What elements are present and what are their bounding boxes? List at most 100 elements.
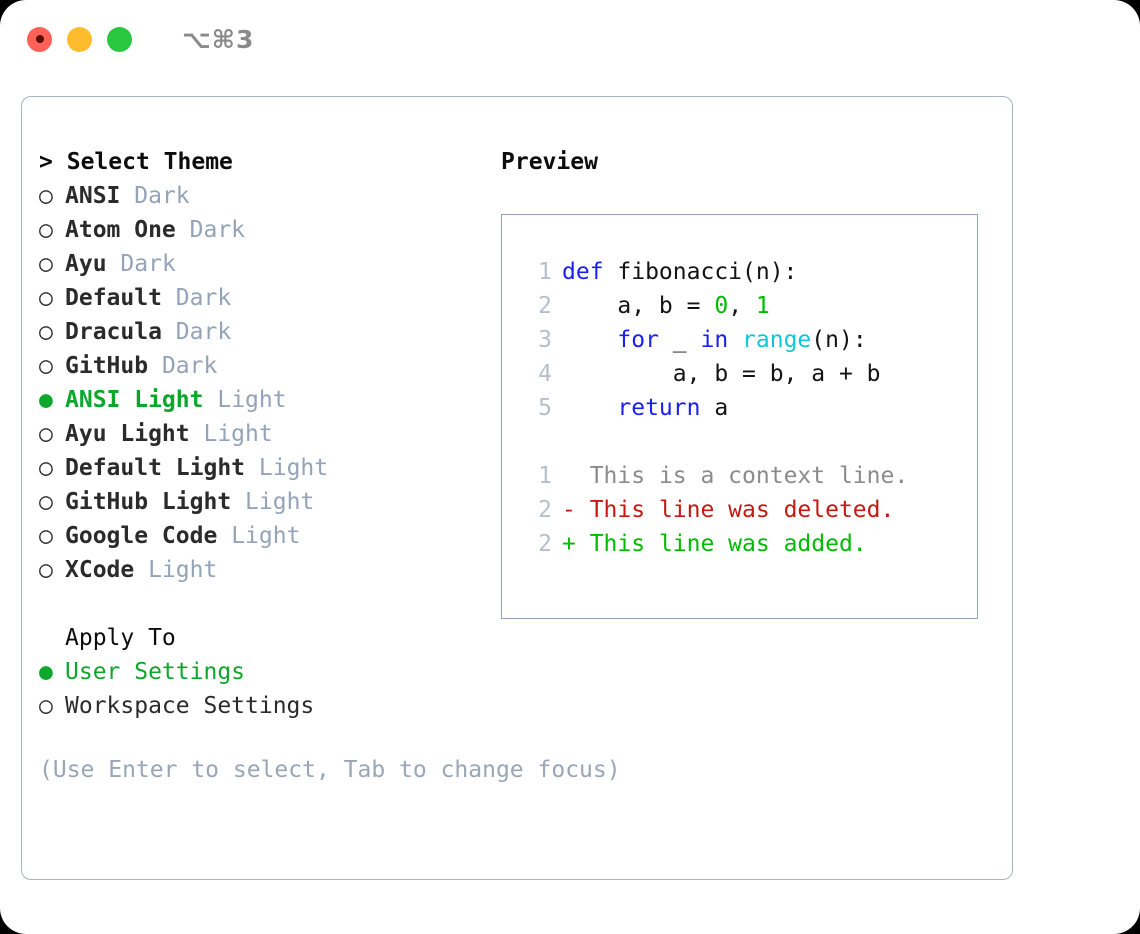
titlebar: ⌥⌘3	[0, 0, 1140, 78]
radio-unselected-icon: ○	[39, 557, 53, 583]
code-token: fibonacci(n):	[617, 259, 798, 285]
line-number: 1	[538, 259, 552, 285]
diff-line: 2+ This line was added.	[518, 527, 977, 561]
code-line-content: a, b = b, a + b	[562, 357, 881, 391]
code-token: 0	[714, 293, 729, 319]
apply-to-option[interactable]: ○Workspace Settings	[39, 689, 487, 723]
diff-marker	[562, 459, 576, 493]
theme-variant-label: Light	[258, 455, 329, 481]
diff-text: This line was deleted.	[575, 497, 895, 523]
apply-to-option[interactable]: ● User Settings	[39, 655, 487, 689]
theme-list-item[interactable]: ○Google Code Light	[39, 519, 487, 553]
code-token	[562, 327, 617, 353]
theme-gap	[134, 553, 148, 587]
theme-name: Default	[65, 285, 162, 311]
code-line-content: return a	[562, 391, 728, 425]
theme-gap	[231, 485, 245, 519]
theme-gap	[120, 179, 134, 213]
radio-selected-icon: ●	[39, 387, 53, 413]
theme-variant-label: Light	[245, 489, 315, 515]
diff-text: This is a context line.	[575, 463, 909, 489]
theme-name: Default Light	[65, 455, 246, 481]
code-diff-gap	[518, 425, 977, 459]
theme-name: Ayu Light	[65, 421, 190, 447]
theme-name: Dracula	[65, 319, 162, 345]
line-number: 2	[538, 293, 552, 319]
diff-line: 2- This line was deleted.	[518, 493, 977, 527]
line-number: 1	[538, 463, 552, 489]
theme-list: ○ANSI Dark○Atom One Dark○Ayu Dark○Defaul…	[39, 179, 487, 587]
theme-list-item[interactable]: ○ Ayu Light Light	[39, 417, 487, 451]
focus-caret: >	[39, 149, 53, 175]
theme-name: Google Code	[65, 523, 218, 549]
theme-variant-label: Light	[148, 557, 218, 583]
theme-variant-label: Dark	[134, 183, 190, 209]
theme-variant-label: Light	[203, 421, 273, 447]
code-line: 2 a, b = 0, 1	[518, 289, 977, 323]
radio-unselected-icon: ○	[39, 489, 53, 515]
theme-list-item[interactable]: ○ Dracula Dark	[39, 315, 487, 349]
content-frame: > Select Theme ○ANSI Dark○Atom One Dark○…	[21, 96, 1013, 880]
radio-unselected-icon: ○	[39, 421, 53, 447]
keyboard-hint: (Use Enter to select, Tab to change focu…	[39, 757, 621, 783]
code-token: def	[562, 259, 618, 285]
theme-list-item[interactable]: ○GitHub Light Light	[39, 485, 487, 519]
theme-name: GitHub	[65, 353, 149, 379]
theme-variant-label: Light	[217, 387, 287, 413]
theme-variant-label: Dark	[175, 319, 232, 345]
theme-gap	[107, 247, 121, 281]
theme-name: XCode	[65, 557, 135, 583]
diff-text: This line was added.	[575, 531, 867, 557]
theme-list-item[interactable]: ○Atom One Dark	[39, 213, 487, 247]
minimize-button[interactable]	[67, 26, 92, 52]
apply-to-header: Apply To	[65, 625, 176, 651]
preview-title: Preview	[501, 149, 598, 175]
maximize-button[interactable]	[107, 26, 132, 52]
window-controls	[27, 26, 132, 52]
line-number: 5	[538, 395, 552, 421]
theme-gap	[245, 451, 259, 485]
theme-list-item[interactable]: ○ GitHub Dark	[39, 349, 487, 383]
radio-unselected-icon: ○	[39, 217, 53, 243]
theme-list-item[interactable]: ○Ayu Dark	[39, 247, 487, 281]
theme-list-item[interactable]: ●ANSI Light Light	[39, 383, 487, 417]
theme-list-item[interactable]: ○Default Dark	[39, 281, 487, 315]
code-line-content: def fibonacci(n):	[562, 255, 797, 289]
radio-unselected-icon: ○	[39, 319, 53, 345]
code-token: a, b = b, a + b	[562, 361, 881, 387]
close-button[interactable]	[27, 26, 52, 52]
code-line: 4 a, b = b, a + b	[518, 357, 977, 391]
theme-list-item[interactable]: ○ Default Light Light	[39, 451, 487, 485]
line-number: 3	[538, 327, 552, 353]
theme-panel: > Select Theme ○ANSI Dark○Atom One Dark○…	[22, 145, 621, 879]
radio-unselected-icon: ○	[39, 353, 53, 379]
keyboard-shortcut-label: ⌥⌘3	[182, 24, 255, 54]
apply-to-list: ● User Settings ○Workspace Settings	[39, 655, 487, 723]
radio-selected-icon: ●	[39, 659, 53, 685]
code-token: in	[700, 327, 729, 353]
theme-gap	[162, 315, 176, 349]
radio-unselected-icon: ○	[39, 455, 53, 481]
theme-gap	[190, 417, 204, 451]
theme-variant-label: Dark	[161, 353, 218, 379]
radio-unselected-icon: ○	[39, 693, 53, 719]
code-token: range	[742, 327, 812, 353]
radio-unselected-icon: ○	[39, 183, 53, 209]
radio-unselected-icon: ○	[39, 251, 53, 277]
line-number: 4	[538, 361, 552, 387]
theme-list-item[interactable]: ○ XCode Light	[39, 553, 487, 587]
theme-gap	[203, 383, 217, 417]
diff-marker: +	[562, 531, 576, 557]
theme-gap	[217, 519, 231, 553]
code-line: 3 for _ in range(n):	[518, 323, 977, 357]
theme-variant-label: Light	[231, 523, 301, 549]
line-number: 2	[538, 497, 552, 523]
select-theme-label: Select Theme	[66, 149, 233, 175]
apply-to-label: User Settings	[65, 659, 246, 685]
diff-line: 1 This is a context line.	[518, 459, 977, 493]
code-line: 5 return a	[518, 391, 977, 425]
code-token: _	[658, 327, 701, 353]
theme-list-item[interactable]: ○ANSI Dark	[39, 179, 487, 213]
